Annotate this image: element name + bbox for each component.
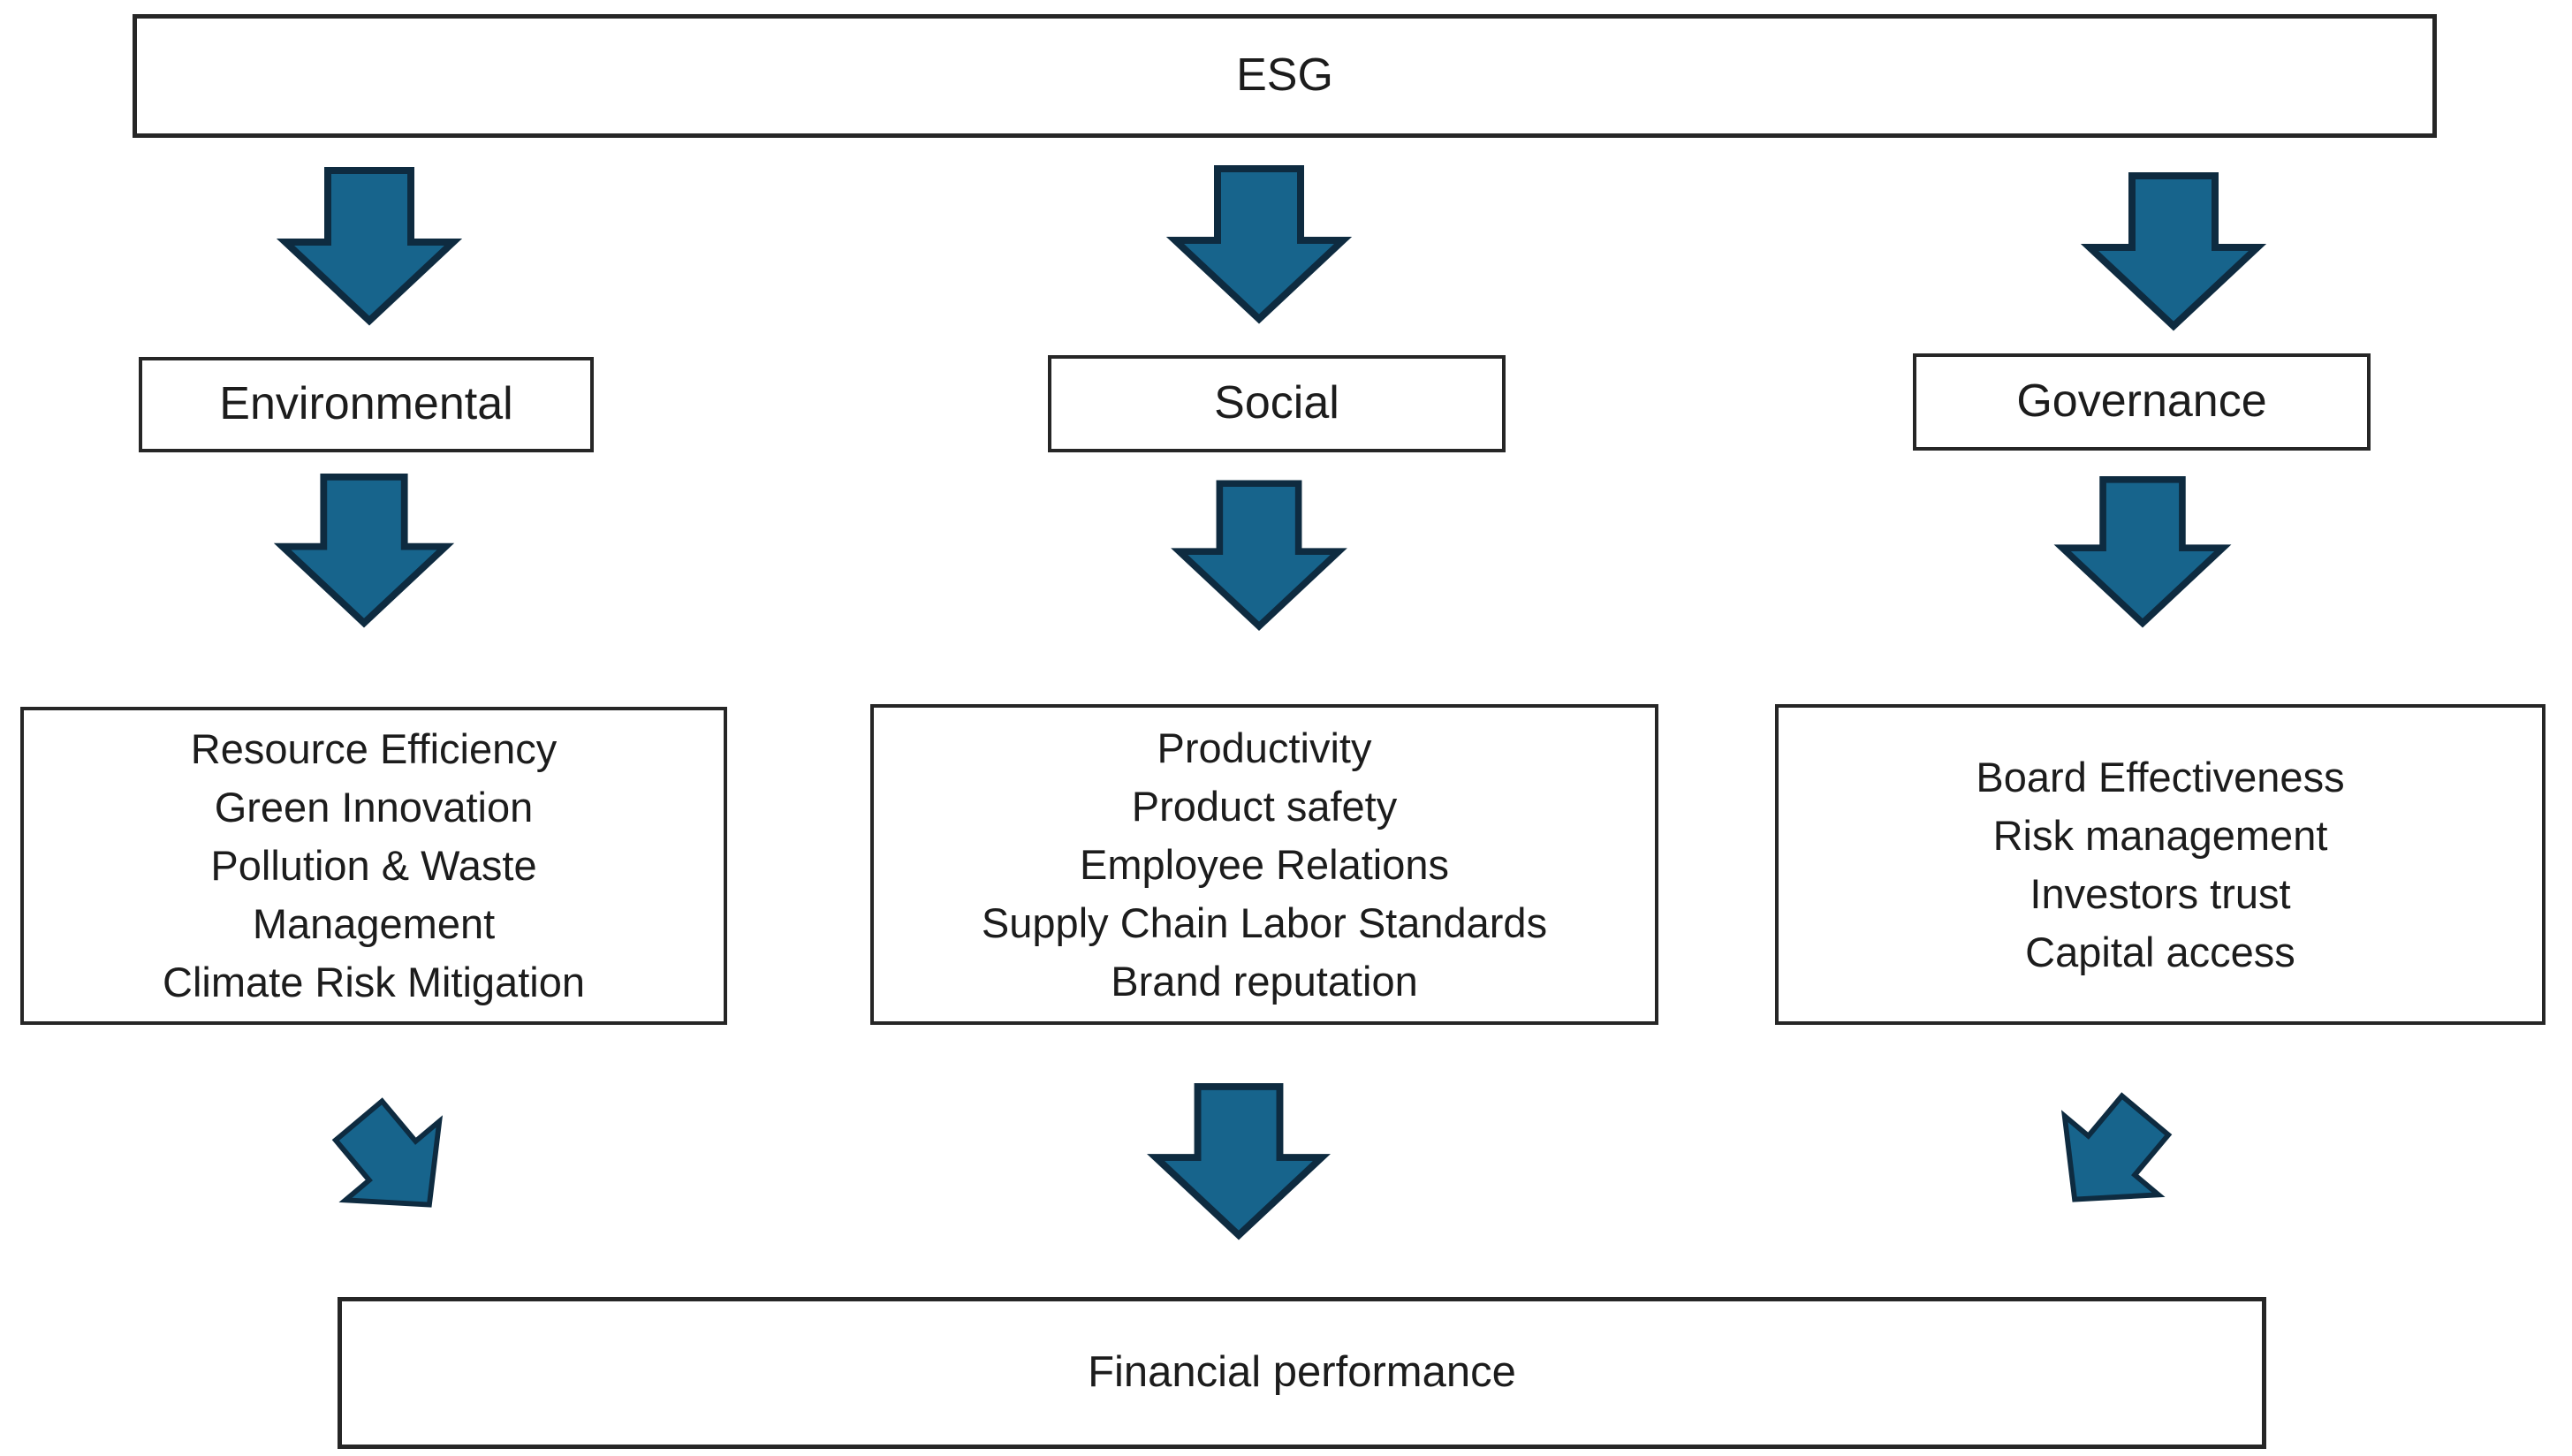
category-box-environmental: Environmental: [139, 357, 594, 452]
down-arrow-icon: [1165, 164, 1353, 324]
detail-item: Risk management: [1992, 811, 2328, 859]
detail-item: Management: [252, 900, 496, 947]
detail-box-governance: Board Effectiveness Risk management Inve…: [1775, 704, 2545, 1025]
detail-item: Resource Efficiency: [190, 725, 558, 772]
financial-performance-box: Financial performance: [338, 1297, 2266, 1449]
detail-box-environmental: Resource Efficiency Green Innovation Pol…: [20, 707, 727, 1025]
detail-item: Green Innovation: [214, 784, 534, 830]
detail-item: Employee Relations: [1080, 840, 1449, 888]
category-box-social: Social: [1048, 355, 1506, 452]
down-arrow-icon: [276, 166, 463, 326]
detail-item: Product safety: [1131, 782, 1398, 830]
down-arrow-icon: [1147, 1082, 1331, 1240]
esg-root-label: ESG: [1236, 49, 1333, 102]
detail-box-social: Productivity Product safety Employee Rel…: [870, 704, 1658, 1025]
detail-item: Capital access: [2025, 928, 2295, 975]
financial-performance-label: Financial performance: [1088, 1348, 1516, 1397]
down-right-arrow-icon: [318, 1087, 470, 1239]
esg-root-box: ESG: [133, 14, 2437, 138]
detail-item: Productivity: [1157, 724, 1372, 771]
category-label: Environmental: [219, 378, 513, 430]
detail-item: Investors trust: [2030, 869, 2291, 917]
down-arrow-icon: [273, 473, 455, 628]
down-arrow-icon: [1171, 479, 1347, 631]
detail-item: Supply Chain Labor Standards: [981, 899, 1548, 946]
category-box-governance: Governance: [1913, 353, 2371, 451]
category-label: Governance: [2016, 375, 2267, 428]
down-arrow-icon: [2053, 475, 2232, 628]
detail-item: Board Effectiveness: [1976, 753, 2345, 800]
down-left-arrow-icon: [2034, 1081, 2186, 1233]
detail-item: Brand reputation: [1111, 957, 1418, 1005]
detail-item: Pollution & Waste: [210, 842, 537, 889]
category-label: Social: [1214, 377, 1339, 429]
down-arrow-icon: [2080, 171, 2267, 331]
detail-item: Climate Risk Mitigation: [163, 959, 585, 1005]
